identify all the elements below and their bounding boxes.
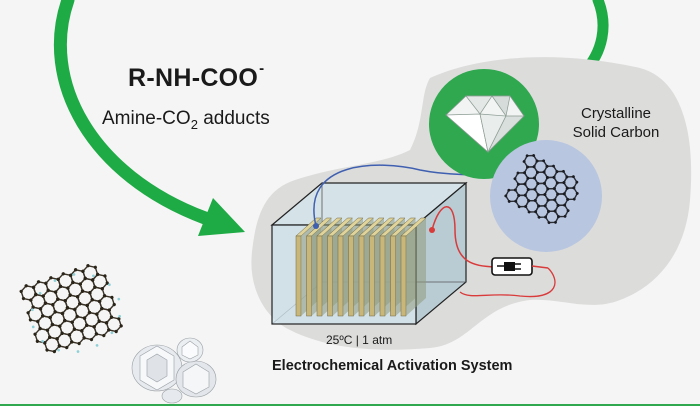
diamond-gems-icon: [131, 337, 217, 404]
adduct-flow-arrow: [53, 0, 245, 236]
product-label: Crystalline Solid Carbon: [572, 105, 660, 141]
plug-icon: [491, 257, 549, 276]
electrochemical-cell: [270, 181, 468, 326]
system-label: Electrochemical Activation System: [272, 358, 513, 374]
electrode-stack: [295, 217, 427, 317]
diamond-product: [429, 69, 539, 179]
positive-wire: [431, 206, 511, 268]
return-wire: [459, 267, 556, 298]
graphene-sheet-icon: [19, 264, 123, 354]
adducts-label: Amine-CO2 adducts: [102, 108, 270, 132]
graphene-icon: [504, 154, 579, 225]
conditions-label: 25ºC | 1 atm: [326, 333, 393, 347]
chemical-formula: R-NH-COO-: [128, 60, 265, 92]
bottom-bar: [0, 405, 700, 413]
diamond-icon: [445, 95, 525, 154]
graphene-product: [490, 140, 602, 252]
